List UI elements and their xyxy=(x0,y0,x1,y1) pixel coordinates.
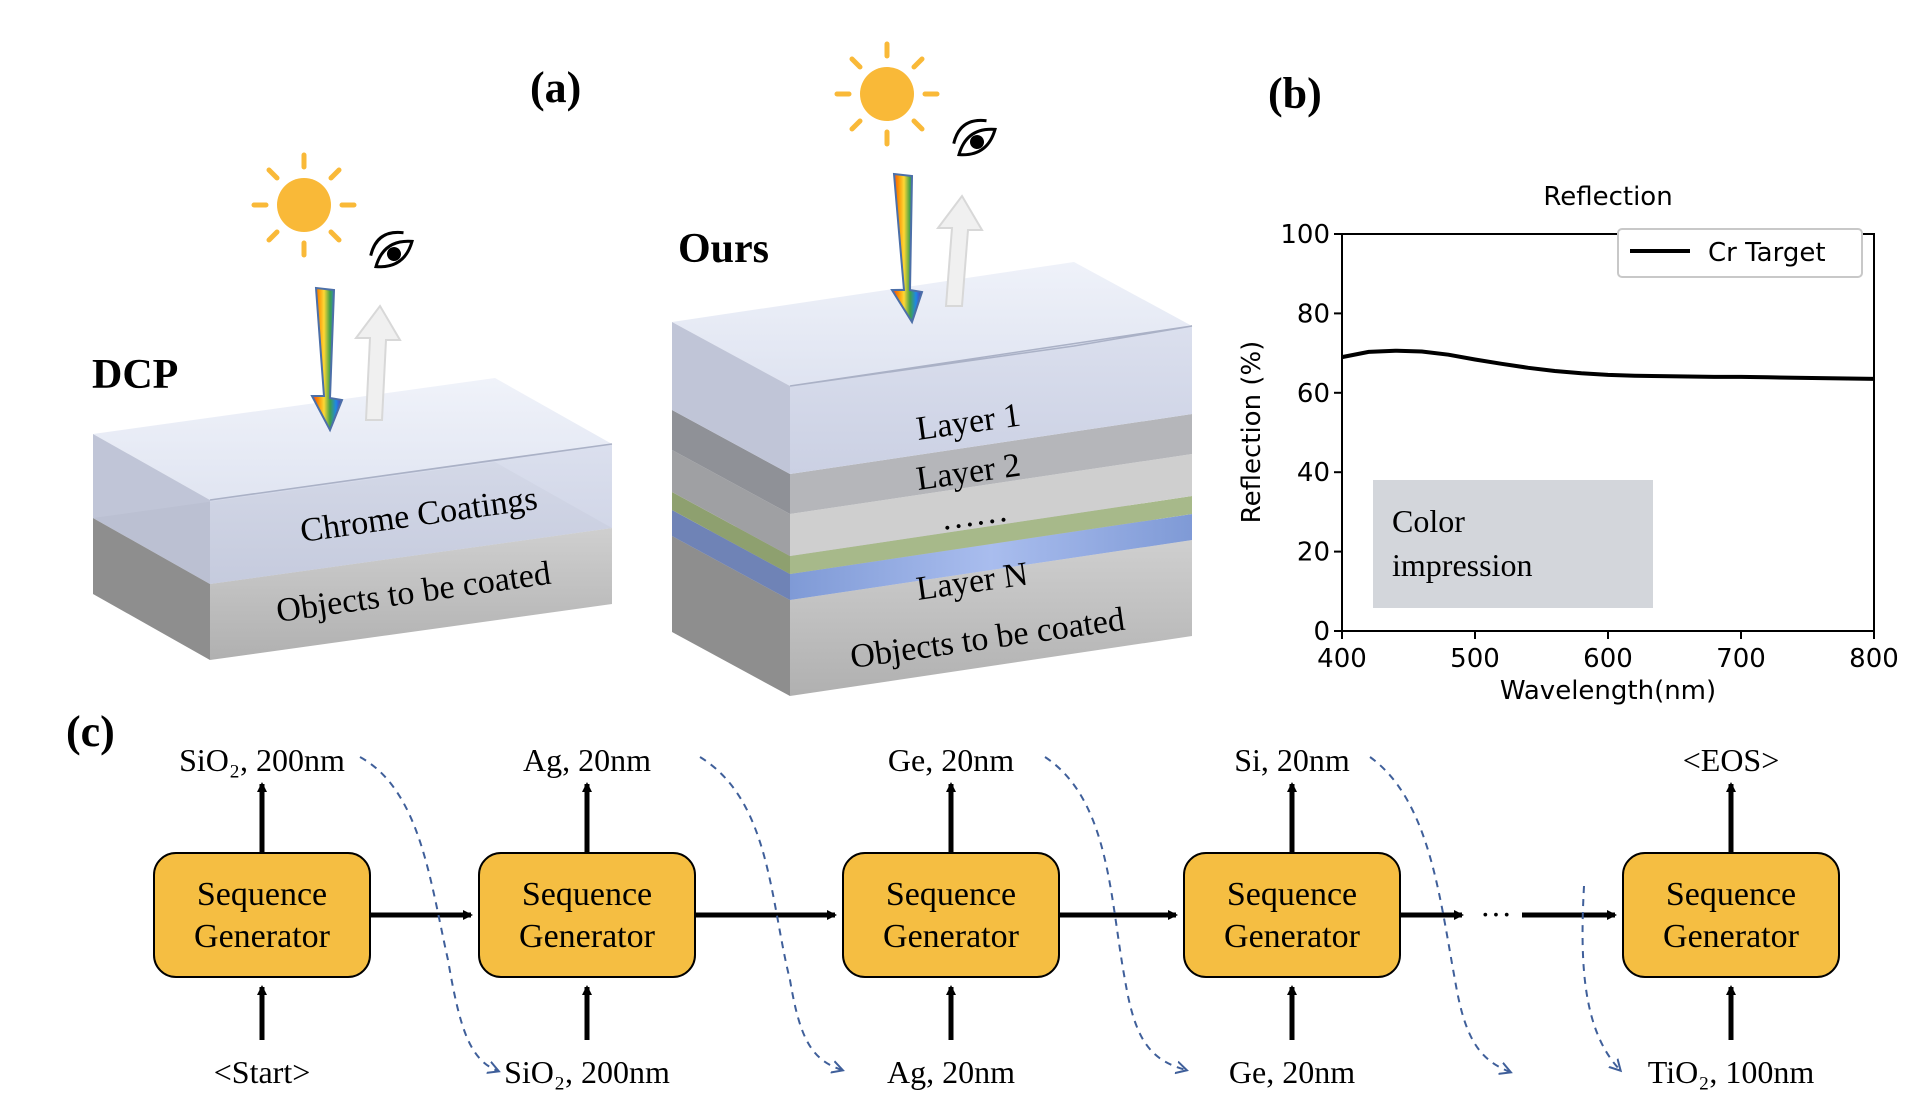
feedback-dashed-arrow xyxy=(359,756,498,1071)
x-tick-label: 600 xyxy=(1583,644,1633,674)
generator-label-line2: Generator xyxy=(1224,918,1361,955)
ours-layer1-front xyxy=(790,326,1192,474)
color-impression-box xyxy=(1373,480,1653,608)
dcp-coating-front xyxy=(210,444,612,584)
generator-label-line2: Generator xyxy=(1663,918,1800,955)
ours-layer1-top xyxy=(672,262,1192,386)
output-token: Ag, 20nm xyxy=(523,742,651,778)
dcp-block xyxy=(93,378,613,660)
panel-b-label: (b) xyxy=(1268,69,1322,118)
input-token: Ag, 20nm xyxy=(887,1054,1015,1090)
dcp-eye-icon xyxy=(369,230,414,269)
input-token: SiO₂, 200nm xyxy=(504,1054,670,1090)
x-axis-label: Wavelength(nm) xyxy=(1500,676,1716,706)
dcp-reflected-light-arrow xyxy=(354,304,402,421)
ellipsis: ··· xyxy=(1480,896,1512,932)
x-tick-label: 700 xyxy=(1716,644,1766,674)
feedback-dashed-arrow xyxy=(1044,756,1186,1070)
generator-label-line1: Sequence xyxy=(1227,876,1357,913)
y-tick-label: 40 xyxy=(1297,458,1330,488)
input-token: TiO₂, 100nm xyxy=(1648,1054,1815,1090)
generator-label-line1: Sequence xyxy=(886,876,1016,913)
panel-c-label: (c) xyxy=(66,707,115,756)
output-token: Si, 20nm xyxy=(1234,742,1350,778)
color-impression-line2: impression xyxy=(1392,547,1532,583)
x-tick-label: 500 xyxy=(1450,644,1500,674)
generator-label-line2: Generator xyxy=(883,918,1020,955)
generator-label-line2: Generator xyxy=(519,918,656,955)
ours-layerN-left xyxy=(672,510,790,600)
ours-eye-icon xyxy=(952,118,997,157)
feedback-dashed-arrow xyxy=(1369,756,1510,1072)
generator-label-line2: Generator xyxy=(194,918,331,955)
x-tick-label: 800 xyxy=(1849,644,1899,674)
ours-layer2-front xyxy=(790,414,1192,514)
feedback-dashed-arrow xyxy=(1581,885,1620,1070)
dcp-incident-light-arrow xyxy=(310,286,344,433)
ours-block xyxy=(672,262,1193,696)
input-token: Ge, 20nm xyxy=(1229,1054,1355,1090)
series-line-cr-target xyxy=(1341,348,1875,381)
dcp-substrate-front xyxy=(210,528,612,660)
color-impression-line1: Color xyxy=(1392,503,1465,539)
output-token: <EOS> xyxy=(1683,742,1780,778)
generator-label-line1: Sequence xyxy=(197,876,327,913)
sequence-generator-box xyxy=(1183,852,1401,978)
output-token: SiO₂, 200nm xyxy=(179,742,345,778)
legend-box xyxy=(1617,228,1863,278)
ours-substrate-front xyxy=(790,540,1192,696)
dcp-title: DCP xyxy=(92,352,178,398)
sequence-generator-box xyxy=(153,852,371,978)
x-tick-label: 400 xyxy=(1317,644,1367,674)
sequence-generator-box xyxy=(478,852,696,978)
y-tick-label: 0 xyxy=(1313,617,1330,647)
y-tick-label: 20 xyxy=(1297,538,1330,568)
chart-title: Reflection xyxy=(1543,182,1672,212)
ours-incident-light-arrow xyxy=(890,172,924,325)
generator-label-line1: Sequence xyxy=(1666,876,1796,913)
ours-reflected-light-arrow xyxy=(936,194,984,307)
legend: Cr Target xyxy=(1617,228,1863,278)
ours-layerN-front xyxy=(790,514,1192,600)
legend-label: Cr Target xyxy=(1708,238,1826,268)
dcp-substrate-left xyxy=(93,518,210,660)
output-token: Ge, 20nm xyxy=(888,742,1014,778)
ours-substrate-left xyxy=(672,536,790,696)
dcp-sun-icon xyxy=(251,152,357,258)
y-tick-label: 100 xyxy=(1280,220,1330,250)
ours-sun-icon xyxy=(834,41,940,147)
input-token: <Start> xyxy=(214,1054,311,1090)
sequence-generator-box xyxy=(1622,852,1840,978)
dcp-coating-left xyxy=(93,434,210,584)
ours-mid-front xyxy=(790,454,1192,556)
ours-layer1-left xyxy=(672,322,790,474)
y-tick-label: 80 xyxy=(1297,299,1330,329)
ours-layer2-left xyxy=(672,410,790,514)
sequence-generator-box xyxy=(842,852,1060,978)
y-tick-label: 60 xyxy=(1297,379,1330,409)
ours-title: Ours xyxy=(678,226,769,272)
ours-green-left xyxy=(672,492,790,574)
y-axis-label: Reflection (%) xyxy=(1237,341,1267,524)
ours-green-front xyxy=(790,496,1192,574)
reflection-chart: Color impression 400 500 600 700 800 0 20 40 60 8… xyxy=(1237,182,1899,706)
generator-label-line1: Sequence xyxy=(522,876,652,913)
panel-a-label: (a) xyxy=(530,63,581,112)
ours-mid-left xyxy=(672,450,790,556)
dcp-coating-top xyxy=(93,378,612,500)
